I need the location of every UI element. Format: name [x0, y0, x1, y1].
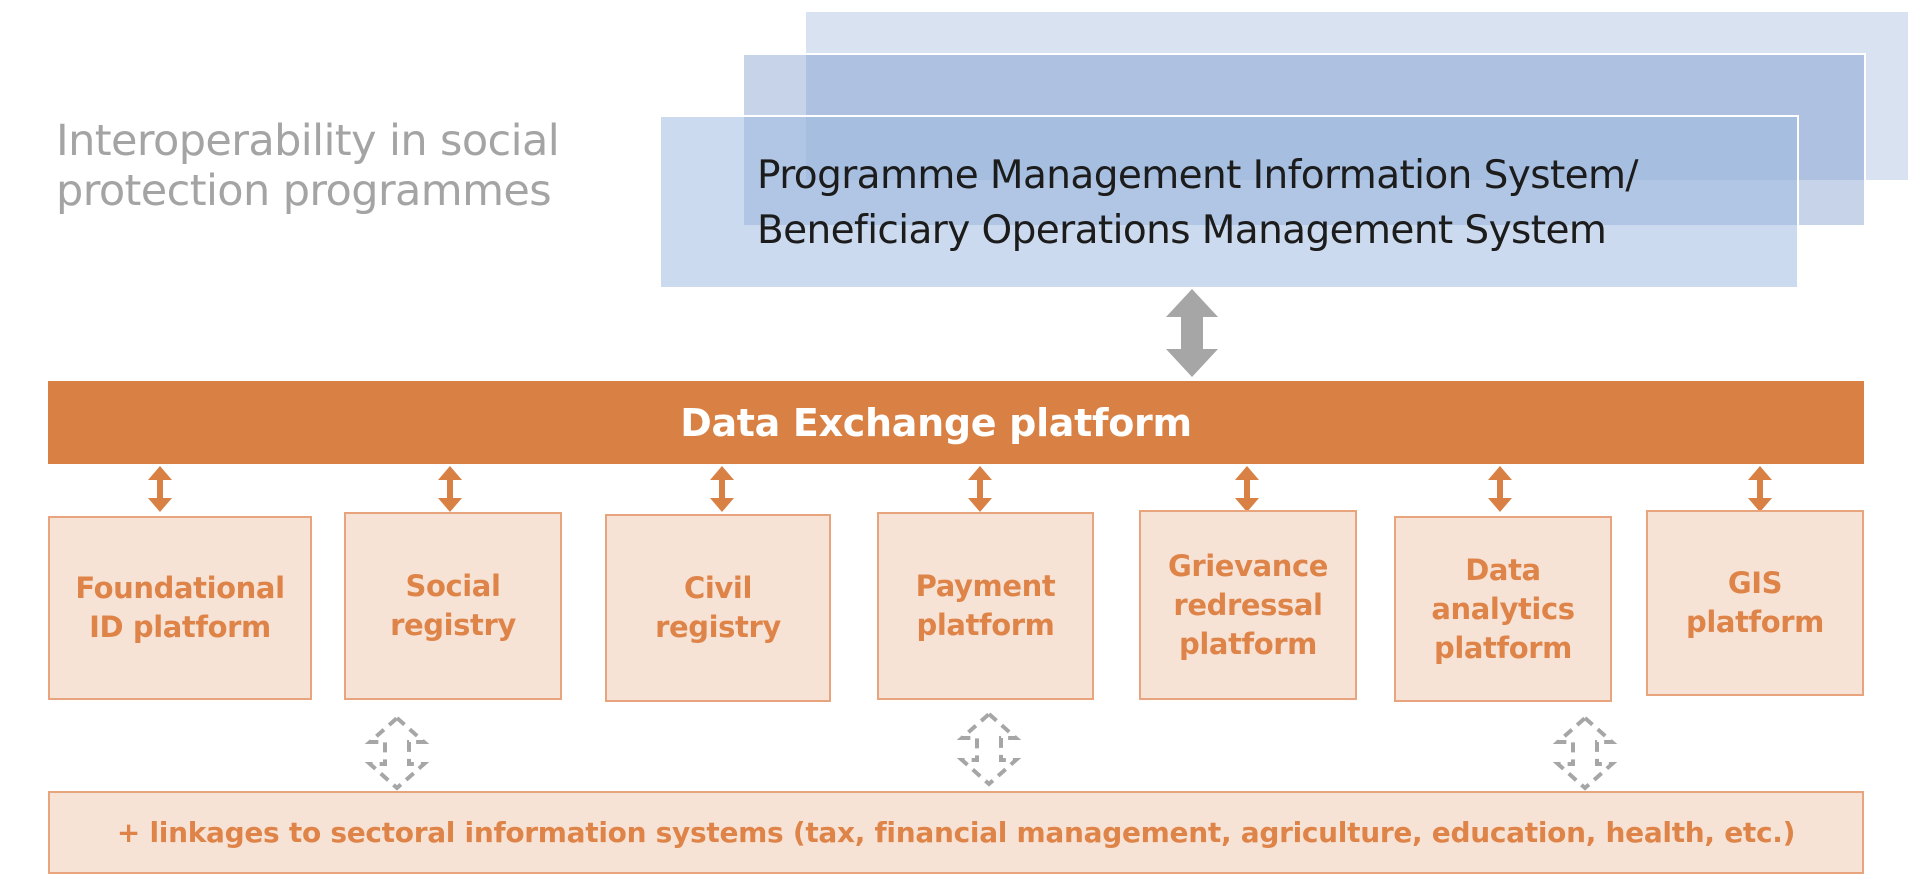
platform-grievance-redressal: Grievance redressal platform [1139, 510, 1357, 700]
platform-connector-arrow-foundational-id [148, 466, 172, 512]
sectoral-linkages-box: + linkages to sectoral information syste… [48, 791, 1864, 874]
data-exchange-label: Data Exchange platform [680, 400, 1192, 445]
diagram-title-line-2: protection programmes [56, 166, 552, 216]
linkage-dashed-arrow-right [1552, 715, 1618, 791]
data-exchange-bar: Data Exchange platform [48, 381, 1864, 464]
mis-layer-front [659, 115, 1799, 289]
linkage-dashed-arrow-center [956, 711, 1022, 787]
platform-social-registry: Social registry [344, 512, 562, 700]
diagram-title: Interoperability in social protection pr… [56, 116, 576, 216]
platform-connector-arrow-gis [1748, 466, 1772, 512]
sectoral-linkages-label: + linkages to sectoral information syste… [116, 816, 1796, 849]
platform-label: Grievance redressal platform [1167, 548, 1329, 661]
mis-label: Programme Management Information System/… [757, 148, 1807, 258]
platform-label: Data analytics platform [1431, 552, 1575, 665]
platform-foundational-id: Foundational ID platform [48, 516, 312, 700]
mis-label-line-2: Beneficiary Operations Management System [757, 208, 1607, 253]
platform-connector-arrow-grievance [1235, 466, 1259, 512]
platform-payment: Payment platform [877, 512, 1094, 700]
diagram-title-line-1: Interoperability in social [56, 116, 560, 166]
platform-data-analytics: Data analytics platform [1394, 516, 1612, 702]
platform-label: Social registry [390, 569, 516, 642]
platform-civil-registry: Civil registry [605, 514, 831, 702]
mis-exchange-double-arrow [1166, 289, 1218, 377]
platform-label: Payment platform [915, 569, 1056, 642]
platform-connector-arrow-civil-registry [710, 466, 734, 512]
linkage-dashed-arrow-left [364, 715, 430, 791]
platform-connector-arrow-social-registry [438, 466, 462, 512]
platform-connector-arrow-data-analytics [1488, 466, 1512, 512]
mis-label-line-1: Programme Management Information System/ [757, 153, 1639, 198]
platform-connector-arrow-payment [968, 466, 992, 512]
platform-gis: GIS platform [1646, 510, 1864, 696]
platform-label: Civil registry [655, 571, 781, 644]
platform-label: Foundational ID platform [75, 571, 285, 644]
platform-label: GIS platform [1686, 566, 1824, 639]
